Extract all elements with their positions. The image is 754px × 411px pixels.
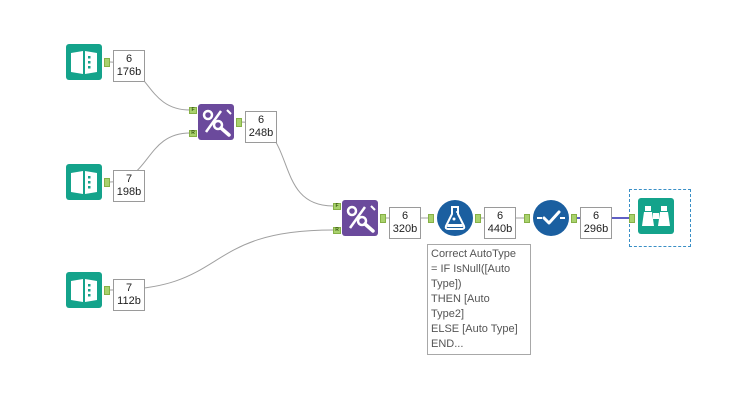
record-count: 6 <box>592 210 600 222</box>
binoculars-icon <box>638 198 674 234</box>
book-input-icon <box>66 164 102 200</box>
record-count: 6 <box>257 114 265 126</box>
input-anchor[interactable] <box>524 214 530 223</box>
flask-formula-icon <box>437 200 473 236</box>
annotation-line: ELSE [Auto Type] <box>431 323 518 335</box>
annotation-line: Correct AutoType <box>431 248 516 260</box>
input-tool-3[interactable] <box>66 272 102 308</box>
record-count-badge: 6 248b <box>245 111 277 143</box>
data-size: 440b <box>487 223 513 235</box>
book-input-icon <box>66 44 102 80</box>
join-right-anchor[interactable]: R <box>333 227 341 234</box>
record-count-badge: 6 440b <box>484 207 516 239</box>
checkmark-select-icon <box>533 200 569 236</box>
record-count: 6 <box>125 53 133 65</box>
book-input-icon <box>66 272 102 308</box>
select-tool[interactable] <box>533 200 569 236</box>
join-right-anchor[interactable]: R <box>189 130 197 137</box>
wire-input3-join2[interactable] <box>109 229 334 291</box>
annotation-line: END... <box>431 338 464 350</box>
input-tool-1[interactable] <box>66 44 102 80</box>
output-anchor[interactable] <box>104 178 110 187</box>
input-anchor[interactable] <box>629 214 635 223</box>
data-size: 198b <box>116 186 142 198</box>
record-count: 7 <box>125 282 133 294</box>
input-anchor[interactable] <box>428 214 434 223</box>
percent-join-icon <box>198 104 234 140</box>
output-anchor[interactable] <box>571 214 577 223</box>
formula-tool[interactable] <box>437 200 473 236</box>
browse-tool[interactable] <box>638 198 674 234</box>
percent-join-icon <box>342 200 378 236</box>
output-anchor[interactable] <box>236 118 242 127</box>
data-size: 320b <box>392 223 418 235</box>
join-tool-2[interactable] <box>342 200 378 236</box>
record-count: 6 <box>496 210 504 222</box>
output-anchor[interactable] <box>104 286 110 295</box>
record-count-badge: 6 320b <box>389 207 421 239</box>
data-size: 296b <box>583 223 609 235</box>
join-tool-1[interactable] <box>198 104 234 140</box>
data-size: 112b <box>117 295 141 307</box>
annotation-line: = IF IsNull([Auto <box>431 263 511 275</box>
data-size: 176b <box>116 66 142 78</box>
output-anchor[interactable] <box>475 214 481 223</box>
record-count-badge: 7 112b <box>113 279 145 311</box>
annotation-line: Type2] <box>431 308 465 320</box>
record-count: 7 <box>125 173 133 185</box>
record-count-badge: 7 198b <box>113 170 145 202</box>
output-anchor[interactable] <box>380 214 386 223</box>
input-tool-2[interactable] <box>66 164 102 200</box>
data-size: 248b <box>248 127 274 139</box>
annotation-line: THEN [Auto <box>431 293 490 305</box>
annotation-line: Type]) <box>431 278 462 290</box>
join-left-anchor[interactable]: F <box>189 107 197 114</box>
record-count-badge: 6 176b <box>113 50 145 82</box>
record-count-badge: 6 296b <box>580 207 612 239</box>
output-anchor[interactable] <box>104 58 110 67</box>
join-left-anchor[interactable]: F <box>333 203 341 210</box>
formula-annotation: Correct AutoType = IF IsNull([Auto Type]… <box>427 244 531 355</box>
record-count: 6 <box>401 210 409 222</box>
